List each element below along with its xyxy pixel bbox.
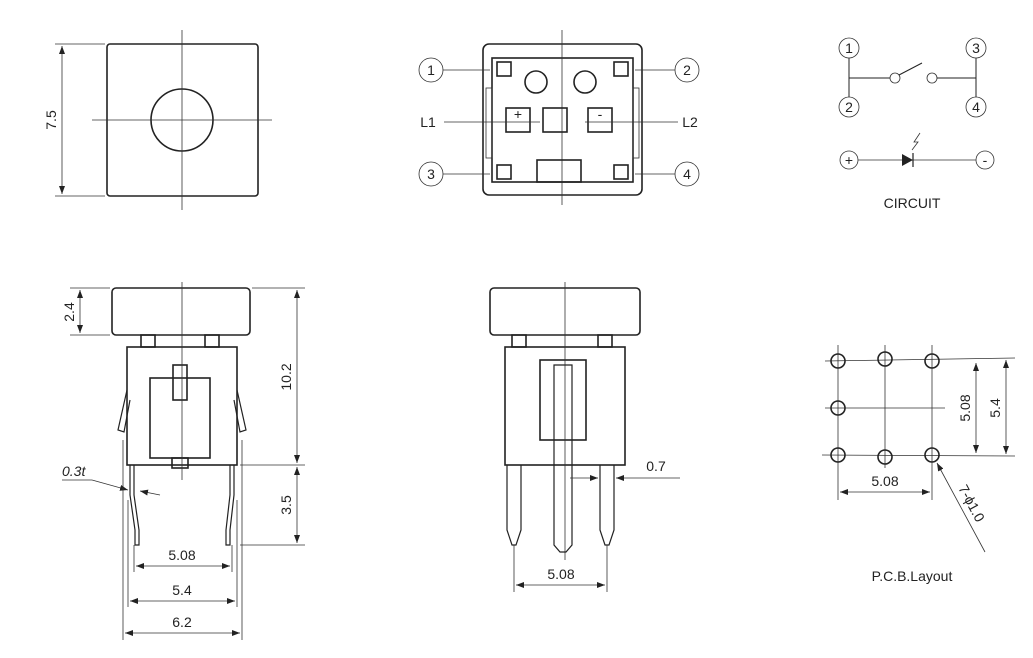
pin-1-label: 1 [427, 62, 435, 78]
span-inner-dim: 5.4 [172, 582, 192, 598]
pcb-hole [830, 447, 846, 463]
pcb-hole-spec: 7-ϕ1.0 [955, 482, 988, 525]
pcb-layout-title: P.C.B.Layout [872, 568, 953, 584]
pin-thickness-dim: 0.3t [62, 463, 86, 479]
front-view: 0.7 5.08 [489, 282, 680, 592]
pin-width-dim: 0.7 [646, 458, 666, 474]
circuit-pin-2: 2 [845, 99, 853, 115]
pcb-hole [877, 449, 893, 465]
top-view: 7.5 [43, 30, 272, 210]
diode-plus: + [845, 152, 853, 168]
minus-label: - [598, 106, 603, 122]
pitch-dim: 5.08 [168, 547, 195, 563]
cap-height-dim: 2.4 [61, 302, 77, 322]
height-dim-label: 7.5 [43, 110, 59, 130]
pcb-horizontal-pitch: 5.08 [871, 473, 898, 489]
pin-length-dim: 3.5 [278, 495, 294, 515]
pcb-hole [877, 351, 893, 367]
pin-2-label: 2 [683, 62, 691, 78]
circuit-pin-3: 3 [972, 40, 980, 56]
pcb-vertical-pitch: 5.08 [957, 394, 973, 421]
pcb-vertical-span: 5.4 [987, 398, 1003, 418]
circuit-pin-4: 4 [972, 99, 980, 115]
circuit-diagram: 1 3 2 4 + - CIRCUIT [838, 37, 995, 211]
plus-label: + [514, 106, 522, 122]
bottom-view: + - 1 2 3 4 L1 L2 [418, 30, 700, 205]
circuit-pin-1: 1 [845, 40, 853, 56]
pcb-hole [830, 353, 846, 369]
diode-icon [902, 154, 913, 166]
pin-3-label: 3 [427, 166, 435, 182]
l2-label: L2 [682, 114, 698, 130]
span-outer-dim: 6.2 [172, 614, 192, 630]
l1-label: L1 [420, 114, 436, 130]
pcb-hole [924, 353, 940, 369]
front-pitch-dim: 5.08 [547, 566, 574, 582]
circuit-title: CIRCUIT [884, 195, 941, 211]
total-height-dim: 10.2 [278, 363, 294, 390]
side-view: 2.4 10.2 3.5 0.3t 5.08 5.4 6.2 [61, 282, 305, 640]
pin-4-label: 4 [683, 166, 691, 182]
diode-minus: - [983, 152, 988, 168]
pcb-hole [924, 447, 940, 463]
pcb-hole [830, 400, 846, 416]
pcb-layout: 5.08 5.4 5.08 7-ϕ1.0 P.C.B.Layout [821, 345, 1016, 584]
